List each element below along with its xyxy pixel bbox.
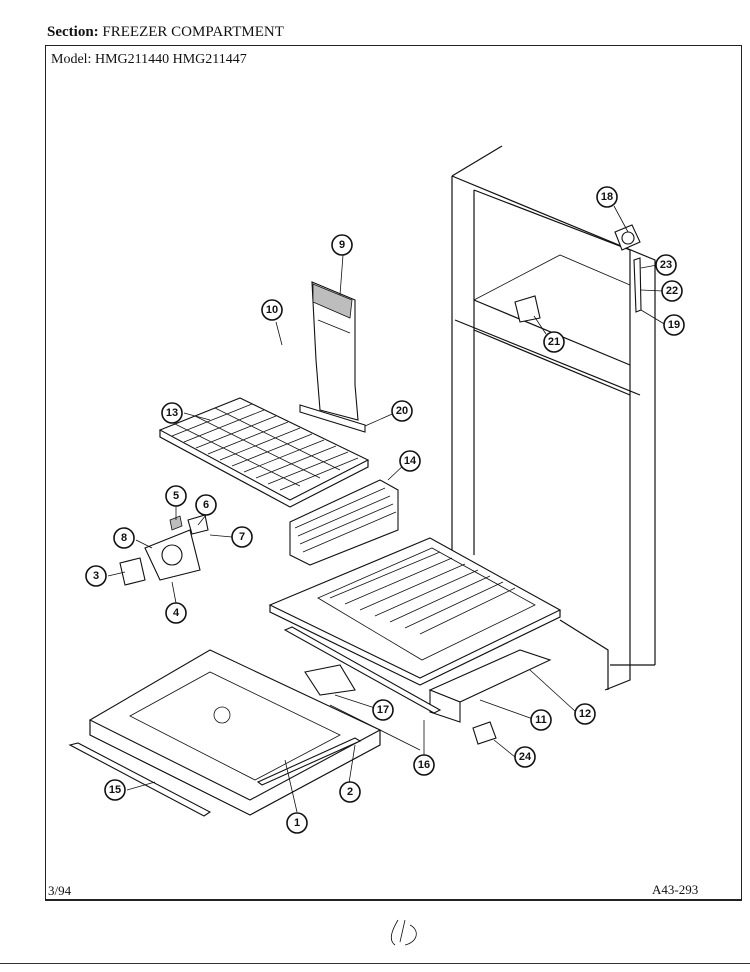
- svg-text:8: 8: [121, 532, 127, 544]
- handwritten-mark: [390, 919, 417, 946]
- svg-text:3: 3: [93, 570, 99, 582]
- callout-15: 15: [104, 779, 126, 801]
- callout-23: 23: [655, 254, 677, 276]
- svg-text:11: 11: [535, 714, 547, 726]
- svg-text:12: 12: [579, 708, 591, 720]
- callout-9: 9: [331, 234, 353, 256]
- svg-text:19: 19: [668, 319, 680, 331]
- control-assembly: [119, 514, 209, 586]
- glass-shelf: [268, 537, 562, 686]
- model-label: Model:: [51, 52, 92, 67]
- page-bottom-rule: [0, 963, 750, 964]
- diagram-frame: [45, 45, 742, 901]
- callout-1: 1: [286, 812, 308, 834]
- svg-text:13: 13: [166, 407, 178, 419]
- callout-21: 21: [543, 331, 565, 353]
- svg-text:1: 1: [294, 817, 300, 829]
- callout-10: 10: [261, 299, 283, 321]
- svg-text:2: 2: [347, 786, 353, 798]
- model-line: Model: HMG211440 HMG211447: [51, 52, 247, 68]
- callout-22: 22: [661, 280, 683, 302]
- callout-2: 2: [339, 781, 361, 803]
- callout-11: 11: [530, 709, 552, 731]
- wire-shelf: [158, 397, 370, 508]
- diagram-code: A43-293: [652, 882, 699, 897]
- svg-text:17: 17: [377, 704, 389, 716]
- callout-17: 17: [372, 699, 394, 721]
- corrugated-panel: [289, 479, 399, 566]
- section-title: Section: FREEZER COMPARTMENT: [47, 24, 284, 41]
- callout-7: 7: [231, 526, 253, 548]
- svg-text:16: 16: [418, 759, 430, 771]
- callout-4: 4: [165, 602, 187, 624]
- svg-text:23: 23: [660, 259, 672, 271]
- section-value: FREEZER COMPARTMENT: [102, 24, 284, 40]
- revision-date: 3/94: [48, 883, 72, 898]
- small-parts: [472, 224, 642, 745]
- callout-3: 3: [85, 565, 107, 587]
- model-values: HMG211440 HMG211447: [94, 52, 247, 67]
- svg-text:22: 22: [666, 285, 678, 297]
- svg-text:9: 9: [339, 239, 345, 251]
- callout-12: 12: [574, 703, 596, 725]
- callout-16: 16: [413, 754, 435, 776]
- callout-13: 13: [161, 402, 183, 424]
- callout-19: 19: [663, 314, 685, 336]
- callout-18: 18: [596, 186, 618, 208]
- callout-6: 6: [195, 494, 217, 516]
- svg-text:10: 10: [266, 304, 278, 316]
- svg-text:24: 24: [519, 751, 532, 763]
- callout-8: 8: [113, 527, 135, 549]
- svg-text:15: 15: [109, 784, 121, 796]
- svg-text:7: 7: [239, 531, 245, 543]
- callout-20: 20: [391, 400, 413, 422]
- svg-text:4: 4: [173, 607, 180, 619]
- svg-text:6: 6: [203, 499, 209, 511]
- svg-text:18: 18: [601, 191, 613, 203]
- svg-text:21: 21: [548, 336, 560, 348]
- evaporator-cover: [299, 281, 366, 433]
- svg-text:14: 14: [404, 455, 417, 467]
- callout-14: 14: [399, 450, 421, 472]
- svg-text:20: 20: [396, 405, 408, 417]
- callout-24: 24: [514, 746, 536, 768]
- trim-strips: [68, 626, 442, 817]
- section-label: Section:: [47, 24, 99, 40]
- callout-5: 5: [165, 485, 187, 507]
- svg-text:5: 5: [173, 490, 179, 502]
